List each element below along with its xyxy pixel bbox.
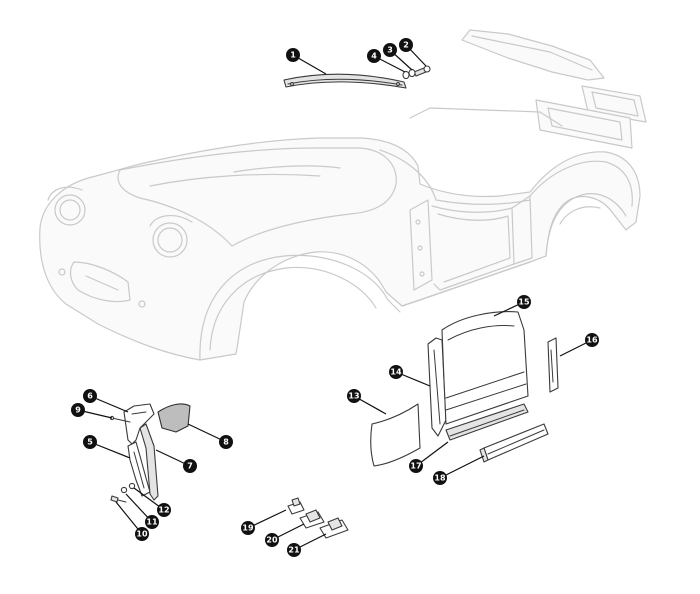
part-16-rear-trim (547, 337, 559, 393)
callout-label: 7 (187, 462, 193, 471)
part-14-post (427, 337, 447, 437)
callout-label: 21 (288, 546, 300, 555)
callout-19: 19 (241, 521, 255, 535)
callout-label: 2 (403, 41, 409, 50)
callout-8: 8 (219, 435, 233, 449)
callout-label: 13 (348, 392, 359, 401)
part-11-nut (120, 486, 128, 494)
car-body-outline (39, 29, 647, 361)
part-10-screw (110, 495, 127, 503)
part-20-clip (299, 509, 325, 529)
callout-9: 9 (71, 403, 85, 417)
part-6-panel (123, 403, 155, 445)
part-3-washer (408, 68, 416, 78)
part-12-washer (128, 482, 136, 490)
part-2-bolt (413, 65, 431, 77)
callout-label: 3 (387, 46, 393, 55)
part-13-panel (370, 403, 421, 467)
callout-label: 4 (371, 52, 377, 61)
part-8-shield (157, 403, 191, 433)
callout-15: 15 (517, 295, 531, 309)
part-4-washer (402, 70, 410, 80)
callout-label: 1 (290, 51, 296, 60)
callout-label: 19 (242, 524, 254, 533)
callout-label: 12 (158, 506, 169, 515)
part-18-outer-sill (479, 423, 549, 463)
part-1-windscreen-rail (283, 73, 407, 89)
part-15-door (441, 311, 529, 425)
callout-12: 12 (157, 503, 171, 517)
callout-17: 17 (409, 459, 423, 473)
callout-label: 14 (390, 368, 402, 377)
callout-label: 18 (434, 474, 446, 483)
callout-16: 16 (585, 333, 599, 347)
callout-10: 10 (135, 527, 149, 541)
callout-label: 5 (87, 438, 93, 447)
callout-label: 11 (146, 518, 158, 527)
part-21-clip (319, 517, 349, 539)
callout-6: 6 (83, 389, 97, 403)
callout-label: 9 (75, 406, 81, 415)
part-7-strip (139, 423, 159, 501)
callout-21: 21 (287, 543, 301, 557)
callout-label: 16 (586, 336, 598, 345)
part-19-clip (287, 497, 305, 515)
callout-11: 11 (145, 515, 159, 529)
callout-label: 17 (410, 462, 421, 471)
part-17-sill (445, 403, 529, 441)
callout-1: 1 (286, 48, 300, 62)
callout-3: 3 (383, 43, 397, 57)
callout-2: 2 (399, 38, 413, 52)
callout-13: 13 (347, 389, 361, 403)
callout-20: 20 (265, 533, 279, 547)
callout-label: 15 (518, 298, 530, 307)
callout-18: 18 (433, 471, 447, 485)
callout-5: 5 (83, 435, 97, 449)
callout-7: 7 (183, 459, 197, 473)
callout-label: 8 (223, 438, 229, 447)
callout-14: 14 (389, 365, 403, 379)
callout-4: 4 (367, 49, 381, 63)
callout-label: 10 (136, 530, 148, 539)
callout-label: 20 (266, 536, 278, 545)
callout-label: 6 (87, 392, 93, 401)
